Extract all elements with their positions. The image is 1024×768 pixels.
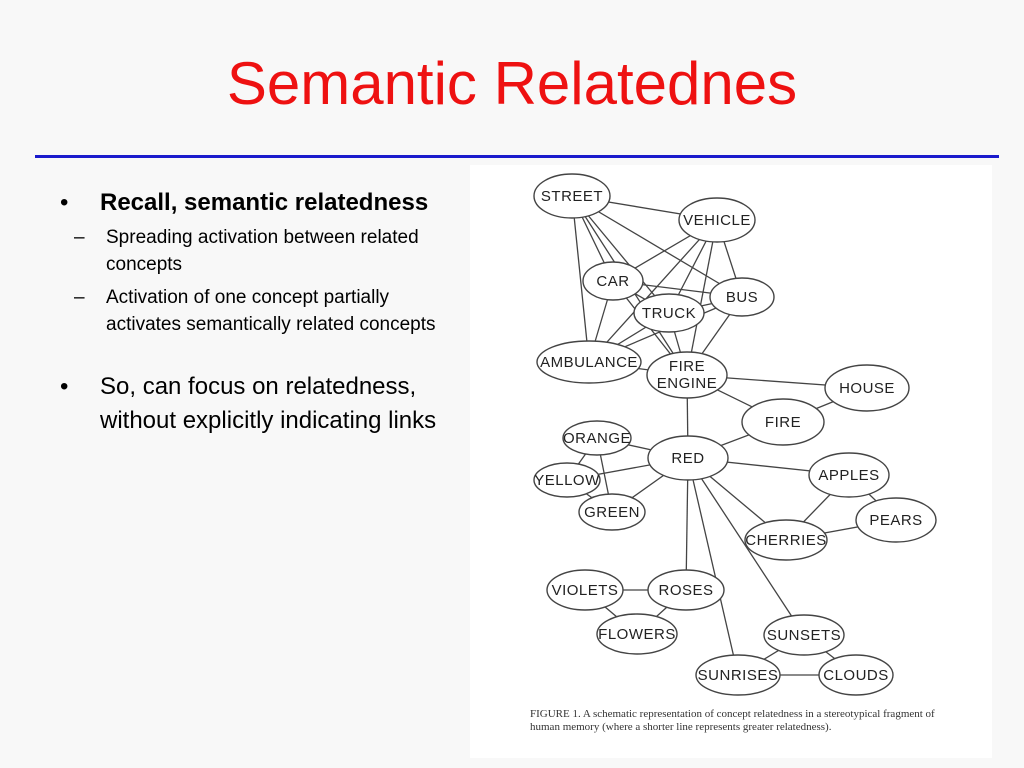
- node-vehicle: [678, 197, 756, 243]
- edge: [687, 457, 805, 636]
- node-label-clouds: CLOUDS: [823, 667, 889, 684]
- bullet-item: • Recall, semantic relatedness: [60, 186, 450, 220]
- slide-title: Semantic Relatednes: [226, 50, 798, 117]
- node-label-yellow: YELLOW: [534, 472, 600, 489]
- node-sunsets: [763, 614, 845, 656]
- node-label-car: CAR: [596, 273, 629, 290]
- sub-bullet-text: Activation of one concept partially acti…: [106, 287, 436, 335]
- node-flowers: [596, 613, 678, 655]
- node-label-fire: FIRE: [765, 414, 801, 431]
- node-label-ambulance: AMBULANCE: [540, 354, 638, 371]
- node-car: [582, 261, 644, 301]
- node-label-sunrises: SUNRISES: [698, 667, 779, 684]
- node-clouds: [818, 654, 894, 696]
- node-label-fire-engine-line2: ENGINE: [657, 375, 718, 392]
- node-roses: [647, 569, 725, 611]
- network-diagram: STREET VEHICLE CAR BUS TRUCK AMBULANCE F…: [533, 173, 937, 696]
- concept-network-figure: STREET VEHICLE CAR BUS TRUCK AMBULANCE F…: [470, 165, 992, 758]
- node-bus: [709, 277, 775, 317]
- edge: [571, 195, 590, 363]
- node-street: [533, 173, 611, 219]
- node-label-orange: ORANGE: [563, 430, 631, 447]
- node-label-vehicle: VEHICLE: [683, 212, 751, 229]
- figure-caption: FIGURE 1. A schematic representation of …: [530, 708, 935, 733]
- node-red: [647, 435, 729, 481]
- node-fire: [741, 398, 825, 446]
- dash-mark: –: [74, 287, 85, 308]
- sub-bullet-text: Spreading activation between related con…: [106, 227, 419, 275]
- node-truck: [633, 293, 705, 333]
- edge: [686, 219, 718, 376]
- node-label-roses: ROSES: [658, 582, 713, 599]
- node-label-cherries: CHERRIES: [745, 532, 827, 549]
- edge: [687, 457, 739, 676]
- sub-bullet-item: – Spreading activation between related c…: [60, 224, 450, 278]
- node-yellow: [533, 462, 601, 498]
- bullet-mark: •: [60, 189, 69, 216]
- node-sunrises: [695, 654, 781, 696]
- node-ambulance: [536, 340, 642, 384]
- node-label-bus: BUS: [726, 289, 758, 306]
- node-label-truck: TRUCK: [642, 305, 696, 322]
- node-pears: [855, 497, 937, 543]
- node-label-apples: APPLES: [818, 467, 879, 484]
- network-labels: STREET VEHICLE CAR BUS TRUCK AMBULANCE F…: [534, 188, 922, 684]
- node-label-pears: PEARS: [869, 512, 922, 529]
- bullet-text: Recall, semantic relatedness: [100, 189, 429, 216]
- node-fire-engine: [646, 351, 728, 399]
- bullet-item: • So, can focus on relatedness, without …: [60, 370, 450, 438]
- node-label-house: HOUSE: [839, 380, 895, 397]
- node-label-sunsets: SUNSETS: [767, 627, 841, 644]
- node-label-violets: VIOLETS: [552, 582, 619, 599]
- node-orange: [562, 420, 632, 456]
- node-house: [824, 364, 910, 412]
- bullet-text: So, can focus on relatedness, without ex…: [100, 373, 437, 434]
- node-label-green: GREEN: [584, 504, 640, 521]
- node-green: [578, 493, 646, 531]
- node-violets: [546, 569, 624, 611]
- title-divider: [35, 155, 999, 158]
- sub-bullet-list: – Spreading activation between related c…: [60, 224, 450, 338]
- network-nodes: [533, 173, 937, 696]
- node-apples: [808, 452, 890, 498]
- dash-mark: –: [74, 227, 85, 248]
- bullet-mark: •: [60, 373, 69, 400]
- edge: [571, 195, 743, 298]
- node-cherries: [744, 519, 828, 561]
- node-label-red: RED: [671, 450, 704, 467]
- bullet-list: • Recall, semantic relatedness – Spreadi…: [60, 186, 450, 438]
- node-label-flowers: FLOWERS: [598, 626, 676, 643]
- node-label-fire-engine-line1: FIRE: [669, 358, 705, 375]
- sub-bullet-item: – Activation of one concept partially ac…: [60, 284, 450, 338]
- edge: [588, 219, 718, 363]
- node-label-street: STREET: [541, 188, 603, 205]
